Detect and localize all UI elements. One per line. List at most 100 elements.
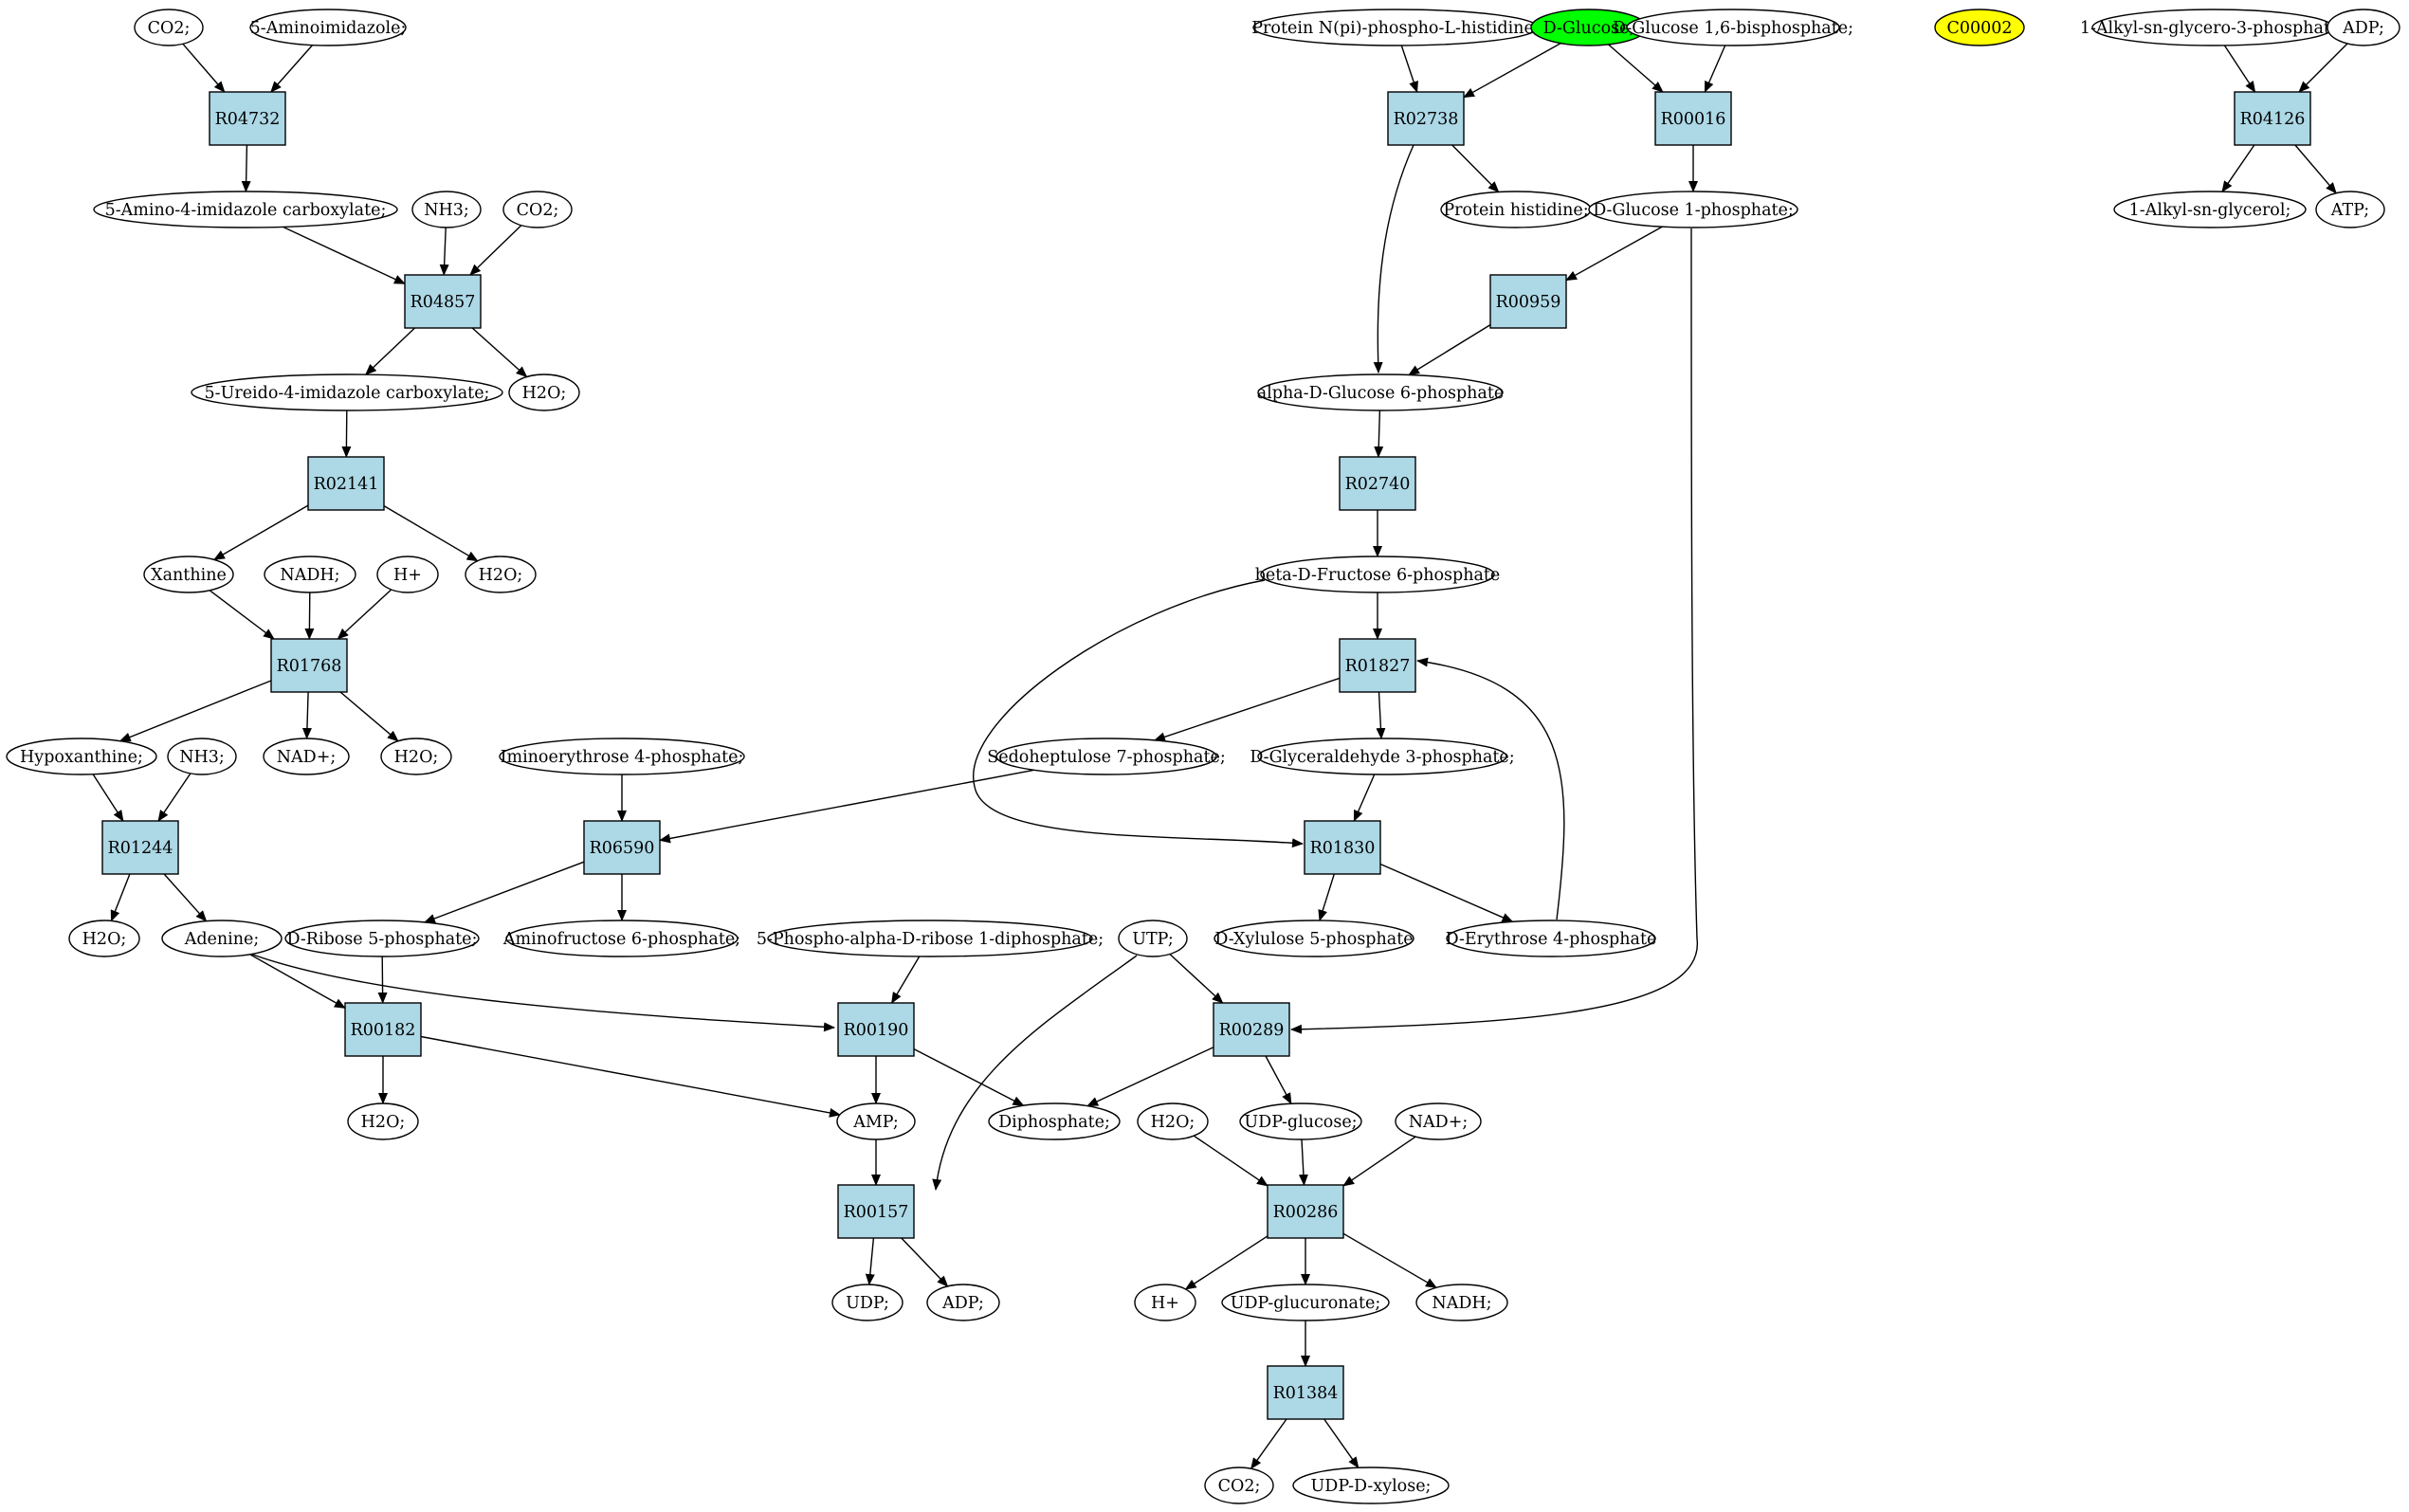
compound-node-aglucose6p[interactable]: alpha-D-Glucose 6-phosphate bbox=[1257, 373, 1505, 411]
compound-node-protein_his[interactable]: Protein histidine; bbox=[1440, 191, 1592, 228]
compound-ellipse bbox=[263, 738, 350, 775]
compound-node-nh3_a[interactable]: NH3; bbox=[411, 191, 482, 228]
reaction-node-R00182[interactable]: R00182 bbox=[344, 1002, 422, 1057]
compound-node-h2o_c[interactable]: H2O; bbox=[380, 738, 452, 775]
reaction-node-R04126[interactable]: R04126 bbox=[2234, 91, 2311, 146]
reaction-node-R01384[interactable]: R01384 bbox=[1267, 1365, 1344, 1420]
compound-ellipse bbox=[380, 738, 452, 775]
compound-node-alkylglycero3p[interactable]: 1-Alkyl-sn-glycero-3-phosphate; bbox=[2080, 9, 2345, 46]
reaction-node-R02740[interactable]: R02740 bbox=[1339, 456, 1416, 511]
compound-node-xylulose5p[interactable]: D-Xylulose 5-phosphate bbox=[1214, 920, 1414, 957]
compound-label: CO2; bbox=[148, 19, 191, 38]
compound-node-adenine[interactable]: Adenine; bbox=[161, 920, 283, 957]
compound-node-h2o_e[interactable]: H2O; bbox=[347, 1102, 419, 1140]
reaction-node-R00959[interactable]: R00959 bbox=[1489, 274, 1567, 329]
compound-node-c00002[interactable]: C00002 bbox=[1934, 9, 2025, 46]
compound-label: D-Glucose; bbox=[1543, 19, 1635, 38]
reaction-label: R01244 bbox=[108, 839, 173, 858]
compound-node-udpglucose[interactable]: UDP-glucose; bbox=[1239, 1102, 1362, 1140]
edge-xanthine-to-R01768 bbox=[209, 590, 275, 640]
compound-node-protein_nphis[interactable]: Protein N(pi)-phospho-L-histidine; bbox=[1251, 9, 1540, 46]
reaction-node-R02141[interactable]: R02141 bbox=[307, 456, 385, 511]
compound-node-h2o_f[interactable]: H2O; bbox=[1137, 1102, 1209, 1140]
compound-node-nadplus_a[interactable]: NAD+; bbox=[263, 738, 350, 775]
compound-node-atp[interactable]: ATP; bbox=[2315, 191, 2385, 228]
compound-node-dglucose1p[interactable]: D-Glucose 1-phosphate; bbox=[1588, 191, 1798, 228]
compound-ellipse bbox=[1257, 738, 1507, 775]
edge-R01768-to-nadplus_a bbox=[301, 691, 312, 739]
reaction-box bbox=[404, 274, 482, 329]
reaction-node-R02738[interactable]: R02738 bbox=[1387, 91, 1465, 146]
reaction-node-R00289[interactable]: R00289 bbox=[1213, 1002, 1290, 1057]
compound-node-alkylglycerol[interactable]: 1-Alkyl-sn-glycerol; bbox=[2113, 191, 2307, 228]
reaction-node-R01830[interactable]: R01830 bbox=[1304, 820, 1381, 875]
compound-label: Xanthine bbox=[151, 566, 227, 585]
compound-node-adp_b[interactable]: ADP; bbox=[2327, 9, 2400, 46]
reaction-node-R00286[interactable]: R00286 bbox=[1267, 1184, 1344, 1239]
edge-utp-to-R00289 bbox=[1169, 953, 1224, 1004]
compound-node-hplus_b[interactable]: H+ bbox=[1134, 1284, 1196, 1321]
reaction-node-R01827[interactable]: R01827 bbox=[1339, 638, 1416, 693]
compound-node-dribose5p[interactable]: D-Ribose 5-phosphate; bbox=[284, 920, 480, 957]
compound-ellipse bbox=[1446, 920, 1656, 957]
compound-node-aminoimidazole[interactable]: 5-Aminoimidazole; bbox=[249, 9, 407, 46]
compound-node-sedoheptulose7p[interactable]: Sedoheptulose 7-phosphate; bbox=[987, 738, 1226, 775]
compound-node-amp[interactable]: AMP; bbox=[836, 1102, 916, 1140]
edge-R01768-to-h2o_c bbox=[339, 691, 399, 742]
compound-node-udpxylose[interactable]: UDP-D-xylose; bbox=[1292, 1466, 1450, 1504]
edge-co2_b-to-R04857 bbox=[469, 225, 522, 276]
compound-node-diphosphate[interactable]: Diphosphate; bbox=[988, 1102, 1121, 1140]
reaction-node-R04857[interactable]: R04857 bbox=[404, 274, 482, 329]
compound-node-co2_c[interactable]: CO2; bbox=[1204, 1466, 1274, 1504]
compound-node-dglucose[interactable]: D-Glucose; bbox=[1530, 9, 1648, 46]
compound-node-nh3_b[interactable]: NH3; bbox=[167, 738, 237, 775]
edge-R00289-to-udpglucose bbox=[1265, 1055, 1292, 1105]
compound-node-co2_b[interactable]: CO2; bbox=[502, 191, 573, 228]
reaction-node-R01768[interactable]: R01768 bbox=[270, 638, 348, 693]
compound-node-udp[interactable]: UDP; bbox=[831, 1284, 903, 1321]
compound-node-dglucose16bp[interactable]: D-Glucose 1,6-bisphosphate; bbox=[1613, 9, 1853, 46]
edge-dglucose16bp-to-R00016 bbox=[1704, 45, 1726, 93]
compound-node-hypoxanthine[interactable]: Hypoxanthine; bbox=[6, 738, 157, 775]
compound-node-h2o_a[interactable]: H2O; bbox=[508, 373, 580, 411]
compound-node-amino_imid_carb[interactable]: 5-Amino-4-imidazole carboxylate; bbox=[93, 191, 398, 228]
reaction-label: R04126 bbox=[2240, 110, 2306, 129]
compound-label: H2O; bbox=[394, 748, 439, 767]
compound-node-bfructose6p[interactable]: beta-D-Fructose 6-phosphate bbox=[1255, 556, 1501, 593]
compound-node-nadplus_b[interactable]: NAD+; bbox=[1395, 1102, 1482, 1140]
compound-node-h2o_d[interactable]: H2O; bbox=[68, 920, 140, 957]
compound-node-xanthine[interactable]: Xanthine bbox=[143, 556, 234, 593]
compound-node-prpp[interactable]: 5-Phospho-alpha-D-ribose 1-diphosphate; bbox=[757, 920, 1104, 957]
compound-node-utp[interactable]: UTP; bbox=[1118, 920, 1188, 957]
reaction-node-R06590[interactable]: R06590 bbox=[583, 820, 661, 875]
compound-ellipse bbox=[1239, 1102, 1362, 1140]
compound-label: D-Xylulose 5-phosphate bbox=[1214, 930, 1413, 949]
compound-node-nadh_b[interactable]: NADH; bbox=[1415, 1284, 1508, 1321]
edge-hplus_a-to-R01768 bbox=[337, 589, 392, 640]
compound-ellipse bbox=[1257, 373, 1504, 411]
compound-label: Diphosphate; bbox=[998, 1113, 1110, 1132]
compound-node-ureido_imid_carb[interactable]: 5-Ureido-4-imidazole carboxylate; bbox=[191, 373, 503, 411]
reaction-node-R04732[interactable]: R04732 bbox=[209, 91, 286, 146]
compound-node-adp_a[interactable]: ADP; bbox=[926, 1284, 1000, 1321]
compound-node-glyceraldehyde3p[interactable]: D-Glyceraldehyde 3-phosphate; bbox=[1250, 738, 1515, 775]
compound-label: C00002 bbox=[1946, 19, 2012, 38]
compound-node-udpglucuronate[interactable]: UDP-glucuronate; bbox=[1221, 1284, 1390, 1321]
compound-label: Sedoheptulose 7-phosphate; bbox=[987, 748, 1225, 767]
compound-label: 5-Amino-4-imidazole carboxylate; bbox=[105, 201, 387, 220]
reaction-node-R01244[interactable]: R01244 bbox=[101, 820, 179, 875]
reaction-node-R00157[interactable]: R00157 bbox=[837, 1184, 915, 1239]
compound-ellipse bbox=[284, 920, 480, 957]
compound-label: D-Ribose 5-phosphate; bbox=[287, 930, 478, 949]
reaction-node-R00190[interactable]: R00190 bbox=[837, 1002, 915, 1057]
compound-node-h2o_b[interactable]: H2O; bbox=[465, 556, 537, 593]
compound-node-co2_a[interactable]: CO2; bbox=[134, 9, 204, 46]
compound-label: H2O; bbox=[361, 1113, 406, 1132]
compound-node-nadh_a[interactable]: NADH; bbox=[264, 556, 356, 593]
compound-ellipse bbox=[1204, 1466, 1274, 1504]
compound-node-iminoerythrose4p[interactable]: Iminoerythrose 4-phosphate; bbox=[499, 738, 745, 775]
reaction-node-R00016[interactable]: R00016 bbox=[1654, 91, 1732, 146]
compound-node-aminofructose6p[interactable]: Aminofructose 6-phosphate; bbox=[502, 920, 740, 957]
compound-node-hplus_a[interactable]: H+ bbox=[376, 556, 439, 593]
compound-node-erythrose4p[interactable]: D-Erythrose 4-phosphate bbox=[1446, 920, 1657, 957]
